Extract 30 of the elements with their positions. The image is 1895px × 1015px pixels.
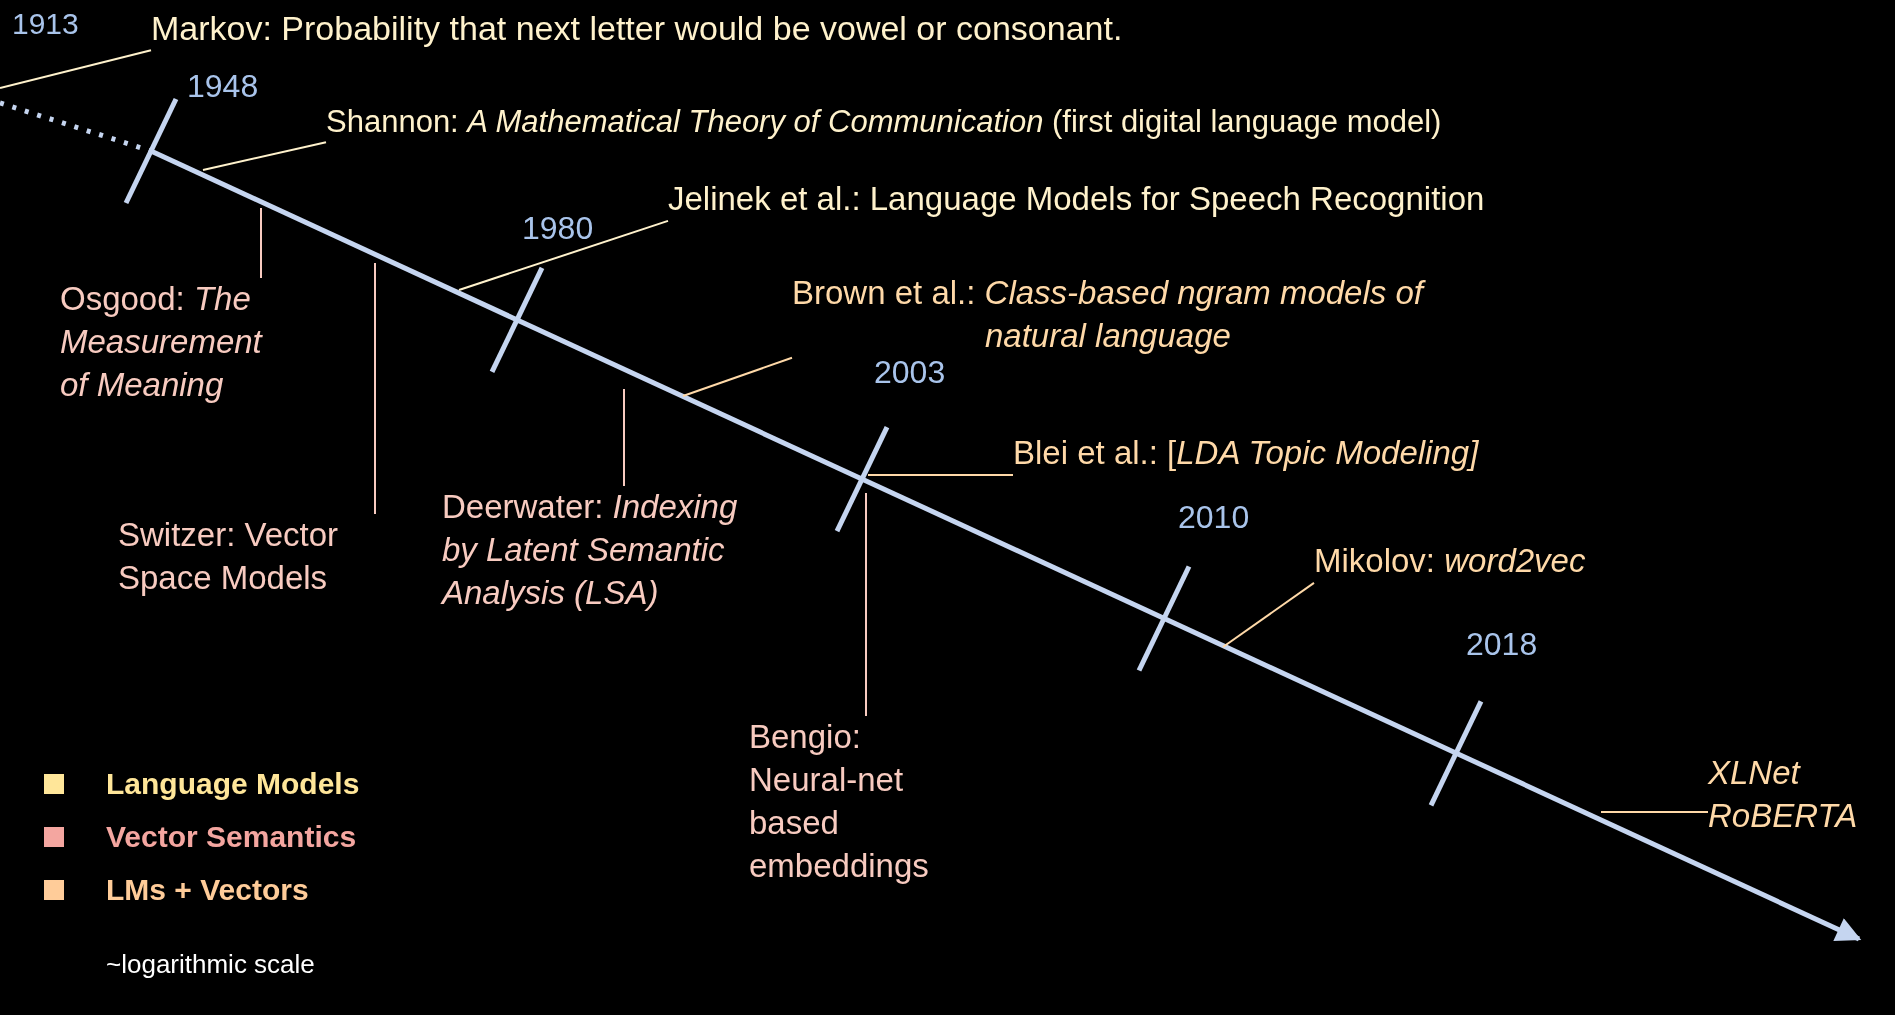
legend-label: Vector Semantics [106,819,357,855]
leader-line [1222,581,1315,648]
event-text: Deerwater: Indexing by Latent Semantic Analysis (LSA) [442,486,752,615]
event-text: Shannon: A Mathematical Theory of Communication (first digital language model) [326,102,1442,143]
leader-line [374,262,376,515]
leader-line [202,141,327,171]
scale-note: ~logarithmic scale [106,948,315,981]
leader-line [1600,811,1709,813]
leader-line [260,207,262,279]
event-text: XLNet RoBERTA [1708,752,1888,838]
event-text: Markov: Probability that next letter would be vowel or consonant. [151,6,1123,51]
event-text: Bengio: Neural-net based embeddings [749,716,969,888]
year-label: 2010 [1178,498,1250,537]
legend-label: Language Models [106,766,360,802]
event-text: Mikolov: word2vec [1314,540,1586,583]
legend-label: LMs + Vectors [106,872,309,908]
event-text: Blei et al.: [LDA Topic Modeling] [1013,432,1479,475]
year-label: 1948 [187,67,259,106]
event-text: Jelinek et al.: Language Models for Speech Recognition [668,178,1485,221]
leader-line [867,473,1014,476]
year-label: 2018 [1466,625,1538,664]
leader-line [458,219,669,291]
event-text: Osgood: The Measurement of Meaning [60,278,275,407]
leader-line [865,492,867,717]
leader-line [682,356,793,397]
leader-line [0,49,152,89]
year-label: 1980 [522,209,594,248]
leader-line [623,388,625,487]
event-text: Switzer: Vector Space Models [118,514,388,600]
year-label: 1913 [12,6,79,42]
